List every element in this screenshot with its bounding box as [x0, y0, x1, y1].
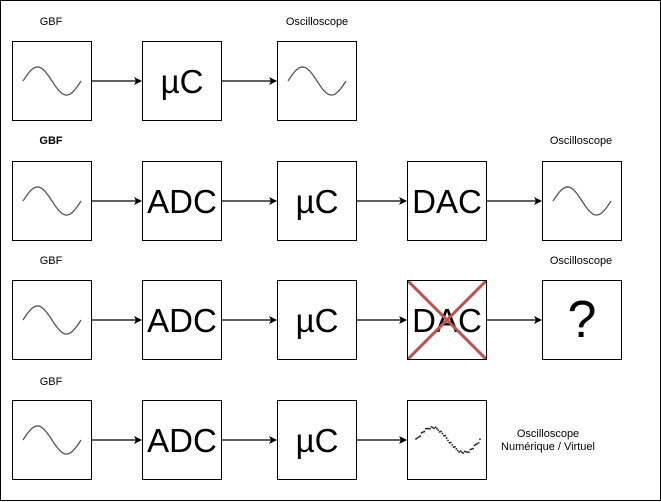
sample-dot	[441, 432, 444, 435]
sample-dot	[463, 450, 466, 453]
sample-dot	[459, 450, 462, 452]
sample-dot	[448, 441, 451, 444]
dac-block-crossed: DAC	[407, 280, 487, 360]
sample-dot	[461, 451, 463, 454]
sample-dot	[423, 430, 426, 433]
sample-dot	[440, 430, 442, 433]
sine-wave-icon	[552, 186, 612, 216]
sine-wave-icon	[22, 305, 82, 335]
sample-dot	[424, 427, 427, 430]
sample-dot	[430, 425, 433, 428]
sample-dot	[420, 431, 423, 434]
block-label: ADC	[147, 182, 217, 220]
dotted-sine-icon	[415, 425, 481, 455]
sample-dot	[454, 445, 456, 448]
sample-dot	[431, 426, 434, 429]
sample-dot	[455, 447, 458, 450]
adc-block: ADC	[142, 400, 222, 480]
sample-dot	[470, 448, 473, 451]
sample-dot	[474, 443, 477, 446]
block-label: µC	[295, 421, 339, 459]
sine-wave-icon	[22, 66, 82, 96]
block-label: ?	[567, 291, 597, 349]
source-label: GBF	[39, 16, 63, 28]
sample-dot	[477, 441, 480, 444]
sample-dot	[427, 427, 430, 430]
sine-wave-icon	[287, 66, 347, 96]
sample-dot	[416, 437, 419, 439]
microcontroller-block: µC	[277, 280, 357, 360]
sample-dot	[445, 437, 448, 439]
oscilloscope-block	[542, 161, 622, 241]
adc-block: ADC	[142, 280, 222, 360]
sample-dot	[434, 426, 437, 429]
sample-dot	[479, 438, 481, 441]
sample-dot	[435, 427, 438, 430]
destination-label: Oscilloscope Numérique / Virtuel	[501, 428, 595, 453]
sample-dot	[473, 444, 476, 447]
sample-dot	[476, 442, 479, 445]
microcontroller-block: µC	[142, 41, 222, 121]
sample-dot	[452, 446, 455, 449]
virtual-oscilloscope-block	[407, 400, 487, 480]
sample-dot	[467, 451, 470, 454]
destination-label: Oscilloscope	[285, 16, 349, 28]
block-label: µC	[295, 182, 339, 220]
sample-dot	[422, 431, 424, 434]
sample-dot	[469, 448, 472, 451]
sample-dot	[449, 441, 452, 444]
adc-block: ADC	[142, 161, 222, 241]
unknown-output-block: ?	[542, 280, 622, 360]
sample-dot	[442, 434, 445, 437]
sample-dot	[419, 435, 422, 437]
block-label: ADC	[147, 421, 217, 459]
block-label: µC	[295, 301, 339, 339]
sample-dot	[415, 438, 417, 440]
signal-generator-block	[12, 400, 92, 480]
source-label: GBF	[39, 376, 63, 388]
sample-dot	[472, 447, 474, 450]
sample-dot	[437, 429, 440, 432]
sample-dot	[426, 427, 429, 430]
sample-dot	[429, 427, 431, 430]
sample-dot	[451, 444, 454, 446]
destination-label: Oscilloscope	[549, 135, 613, 147]
sample-dot	[456, 449, 459, 452]
microcontroller-block: µC	[277, 400, 357, 480]
sample-dot	[447, 439, 449, 442]
sample-dot	[417, 436, 420, 438]
sample-dot	[465, 450, 467, 453]
sine-wave-icon	[22, 186, 82, 216]
dac-block: DAC	[407, 161, 487, 241]
sample-dot	[433, 427, 435, 430]
signal-generator-block	[12, 280, 92, 360]
block-label: DAC	[412, 182, 482, 220]
cross-out-icon	[408, 281, 486, 359]
block-label: µC	[160, 62, 204, 100]
microcontroller-block: µC	[277, 161, 357, 241]
sample-dot	[458, 451, 461, 454]
block-label: ADC	[147, 301, 217, 339]
sample-dot	[444, 434, 447, 437]
destination-label: Oscilloscope	[549, 255, 613, 267]
oscilloscope-block	[277, 41, 357, 121]
signal-generator-block	[12, 161, 92, 241]
source-label: GBF	[39, 255, 63, 267]
sine-wave-icon	[22, 425, 82, 455]
source-label: GBF	[39, 135, 63, 147]
signal-generator-block	[12, 41, 92, 121]
sample-dot	[438, 431, 441, 433]
sample-dot	[462, 452, 465, 455]
sample-dot	[466, 451, 469, 454]
